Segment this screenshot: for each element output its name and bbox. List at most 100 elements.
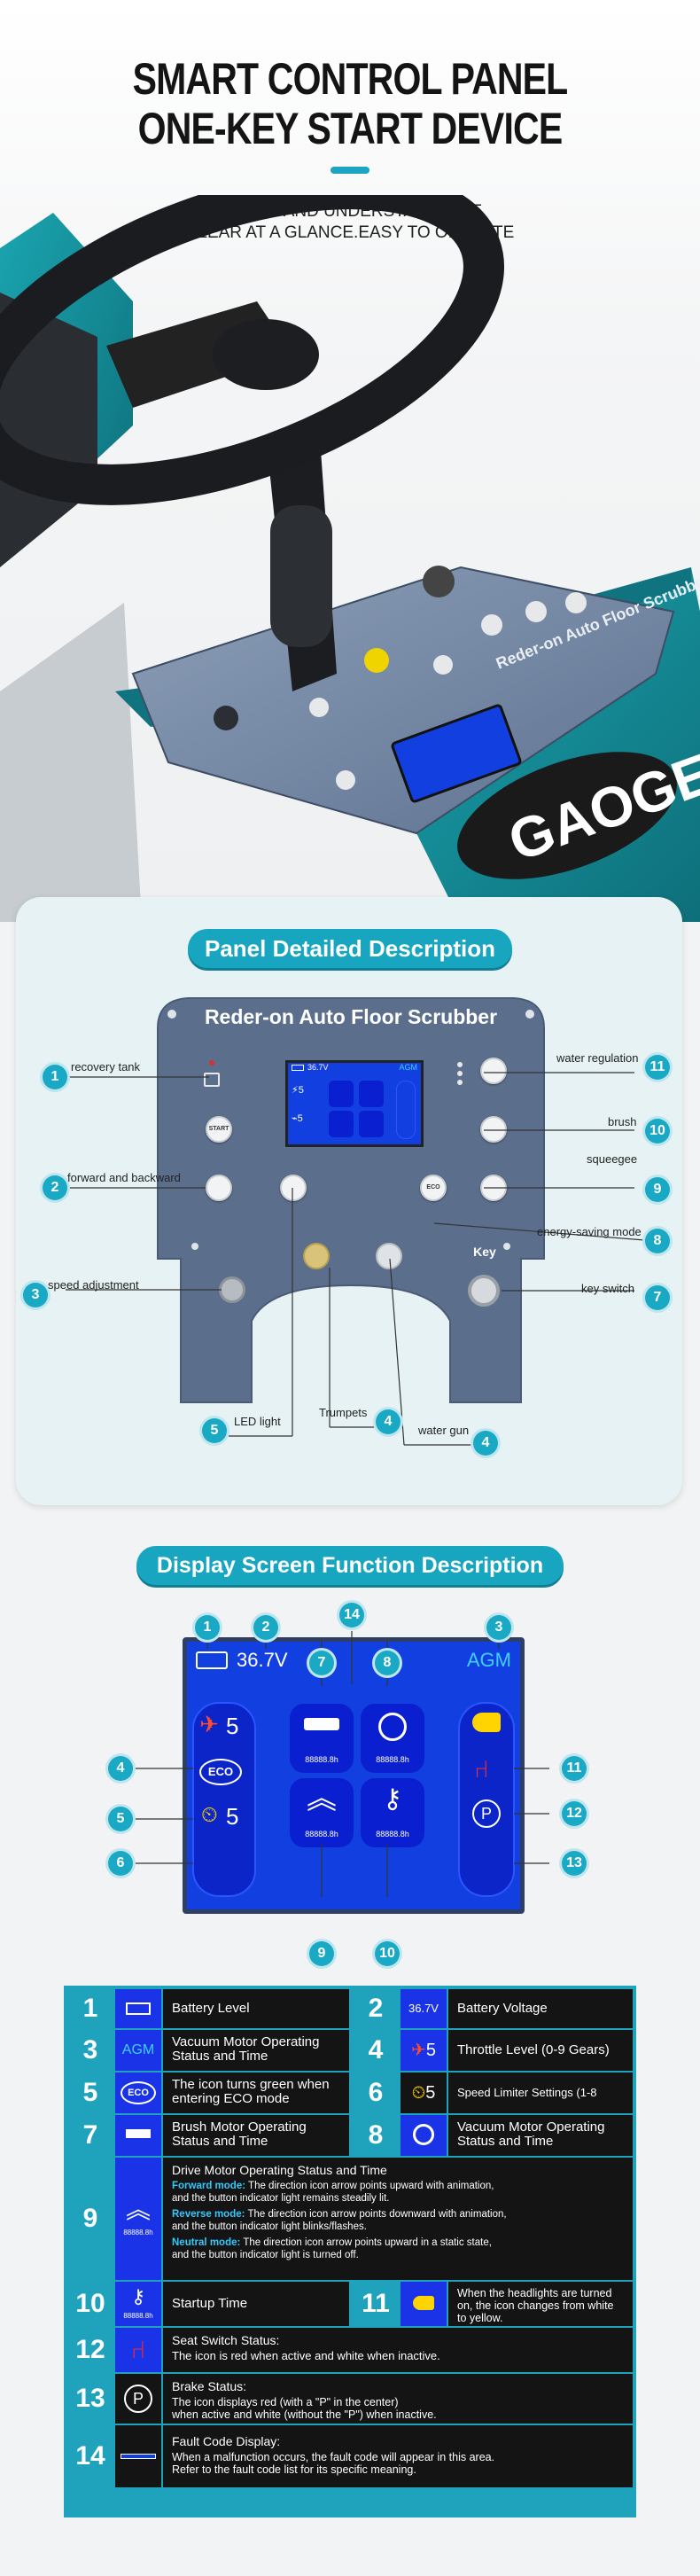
drive-motor-tile: ︽ 88888.8h bbox=[290, 1778, 354, 1847]
callout-8-label: energy-saving mode bbox=[537, 1225, 642, 1238]
callout-6-label: Trumpets bbox=[319, 1406, 368, 1419]
hero-title-line2: ONE-KEY START DEVICE bbox=[137, 104, 564, 153]
display-marker-10: 10 bbox=[375, 1941, 400, 1966]
callout-3: 3 bbox=[23, 1283, 48, 1308]
table-row: 10 ⚷ 88888.8h Startup Time 11 When the h… bbox=[64, 2282, 636, 2326]
title-accent-bar bbox=[331, 167, 369, 174]
key-switch[interactable] bbox=[468, 1275, 500, 1307]
display-leader-lines bbox=[133, 1631, 549, 1897]
hero-section: SMART CONTROL PANEL ONE-KEY START DEVICE… bbox=[0, 0, 700, 922]
callout-9: 9 bbox=[645, 1177, 670, 1202]
throttle-icon: ✈ bbox=[199, 1711, 219, 1737]
brake-icon: P bbox=[115, 2374, 161, 2424]
eco-icon: ECO bbox=[115, 2073, 161, 2113]
plate-screen-speed: ⌁5 bbox=[292, 1113, 303, 1124]
plate-key-tile bbox=[359, 1111, 384, 1137]
brush-motor-icon bbox=[115, 2115, 161, 2156]
display-section-title: Display Screen Function Description bbox=[136, 1546, 564, 1585]
callout-10-label: brush bbox=[608, 1115, 637, 1128]
callout-7: 7 bbox=[645, 1285, 670, 1310]
plate-screen: 36.7V AGM ⚡5 ⌁5 bbox=[285, 1060, 424, 1147]
eco-button[interactable] bbox=[420, 1175, 447, 1201]
table-row: 14 Fault Code Display: When a malfunctio… bbox=[64, 2425, 636, 2487]
panel-section-title: Panel Detailed Description bbox=[188, 929, 512, 968]
water-regulation-button[interactable] bbox=[480, 1058, 507, 1084]
plate-screen-mode: AGM bbox=[399, 1063, 417, 1072]
display-marker-2: 2 bbox=[253, 1615, 278, 1640]
vacuum-motor-tile: 88888.8h bbox=[361, 1704, 424, 1773]
key-switch-label: Key bbox=[473, 1245, 496, 1259]
display-marker-3: 3 bbox=[486, 1615, 511, 1640]
callout-11: 11 bbox=[645, 1055, 670, 1080]
drive-arrow-icon: ︽ 88888.8h bbox=[115, 2158, 161, 2280]
startup-key-icon: ⚷ 88888.8h bbox=[115, 2282, 161, 2326]
table-row: 5 ECO The icon turns green when entering… bbox=[64, 2073, 636, 2129]
plate-brush-tile bbox=[329, 1081, 354, 1107]
brake-icon: P bbox=[472, 1799, 501, 1828]
display-marker-5: 5 bbox=[108, 1807, 133, 1831]
recovery-tank-indicator bbox=[204, 1073, 220, 1087]
table-row: 12 ⑁ Seat Switch Status: The icon is red… bbox=[64, 2328, 636, 2372]
callout-4-label: water gun bbox=[418, 1424, 470, 1437]
fault-code-icon bbox=[115, 2425, 161, 2487]
led-light-button[interactable] bbox=[280, 1175, 307, 1201]
callout-7-label: key switch bbox=[581, 1282, 634, 1295]
plate-fan-tile bbox=[359, 1081, 384, 1107]
callout-leader-lines bbox=[66, 1072, 657, 1446]
headlight-icon bbox=[401, 2282, 447, 2326]
eco-icon: ECO bbox=[199, 1759, 242, 1785]
callout-6: 4 bbox=[376, 1409, 401, 1434]
display-marker-9: 9 bbox=[309, 1941, 334, 1966]
machine-illustration: GAOGE Reder-on Auto Floor Scrubber bbox=[0, 195, 700, 922]
function-table: 1 Battery Level 2 36.7V Battery Voltage … bbox=[64, 1986, 636, 2517]
callout-11-label: water regulation bbox=[556, 1051, 639, 1065]
key-icon: ⚷ bbox=[383, 1784, 402, 1814]
display-marker-7: 7 bbox=[309, 1651, 334, 1675]
plate-screen-throttle: ⚡5 bbox=[292, 1085, 304, 1096]
start-button[interactable] bbox=[206, 1116, 232, 1143]
display-marker-13: 13 bbox=[562, 1851, 587, 1876]
callout-1: 1 bbox=[43, 1065, 67, 1089]
seat-switch-icon: ⑁ bbox=[115, 2328, 161, 2372]
headlight-icon bbox=[472, 1713, 501, 1732]
callout-8: 8 bbox=[645, 1229, 670, 1253]
speed-limiter-icon: ⏲ bbox=[201, 1803, 218, 1827]
recovery-tank-led bbox=[209, 1060, 214, 1066]
callout-4: 4 bbox=[473, 1431, 498, 1456]
callout-2-label: forward and backward bbox=[67, 1171, 181, 1184]
callout-1-label: recovery tank bbox=[71, 1060, 141, 1073]
table-row: 9 ︽ 88888.8h Drive Motor Operating Statu… bbox=[64, 2158, 636, 2280]
display-marker-14: 14 bbox=[339, 1603, 364, 1628]
control-plate bbox=[157, 997, 545, 1403]
display-marker-1: 1 bbox=[195, 1615, 220, 1640]
voltage-icon: 36.7V bbox=[401, 1989, 447, 2028]
display-agm: AGM bbox=[466, 1649, 511, 1671]
display-marker-4: 4 bbox=[108, 1756, 133, 1781]
speed-limit-level: 5 bbox=[226, 1803, 239, 1830]
trumpet-button[interactable] bbox=[303, 1243, 330, 1269]
throttle-level: 5 bbox=[226, 1713, 239, 1739]
forward-backward-button[interactable] bbox=[206, 1175, 232, 1201]
table-row: 7 Brush Motor Operating Status and Time … bbox=[64, 2115, 636, 2156]
table-row: 13 P Brake Status: The icon displays red… bbox=[64, 2374, 636, 2424]
eco-button-label: ECO bbox=[426, 1184, 440, 1190]
brush-button[interactable] bbox=[480, 1116, 507, 1143]
display-screen: 36.7V AGM ✈ 5 ECO ⏲ 5 88888.8h 88888.8h … bbox=[183, 1637, 525, 1914]
vacuum-fan-icon bbox=[401, 2115, 447, 2156]
water-level-leds bbox=[457, 1062, 463, 1089]
plate-drive-tile bbox=[329, 1111, 354, 1137]
start-button-label: START bbox=[208, 1126, 229, 1132]
water-gun-button[interactable] bbox=[376, 1243, 402, 1269]
callout-3-label: speed adjustment bbox=[48, 1278, 139, 1292]
seat-switch-icon: ⑁ bbox=[474, 1755, 489, 1783]
agm-icon: AGM bbox=[115, 2030, 161, 2071]
callout-10: 10 bbox=[645, 1119, 670, 1144]
callout-9-label: squeegee bbox=[587, 1152, 638, 1166]
plate-screen-voltage: 36.7V bbox=[307, 1063, 329, 1072]
display-marker-12: 12 bbox=[562, 1801, 587, 1826]
startup-key-tile: ⚷ 88888.8h bbox=[361, 1778, 424, 1847]
hero-subtitle-line2: CLEAR AT A GLANCE.EASY TO OPERATE bbox=[185, 223, 515, 242]
throttle-icon: ✈5 bbox=[401, 2030, 447, 2071]
battery-icon bbox=[115, 1989, 161, 2028]
callout-5-label: LED light bbox=[234, 1415, 281, 1428]
